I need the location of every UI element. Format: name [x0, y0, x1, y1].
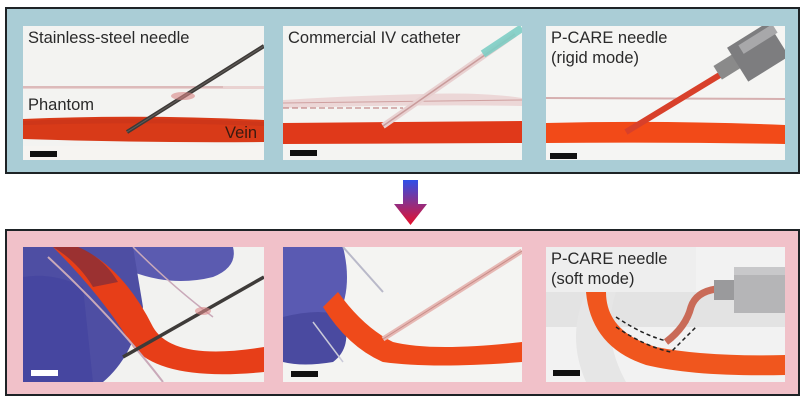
image-caption: P-CARE needle (rigid mode)	[551, 29, 668, 67]
scale-bar	[30, 151, 57, 157]
bent-phantom-iv-catheter-photo	[283, 247, 522, 382]
phantom-label: Phantom	[28, 96, 95, 114]
image-caption: Commercial IV catheter	[288, 29, 461, 47]
pcare-rigid-illustration	[546, 26, 785, 160]
scale-bar	[553, 370, 580, 376]
pcare-rigid-mode-photo: P-CARE needle (rigid mode)	[546, 26, 785, 160]
stainless-steel-needle-illustration	[23, 26, 264, 160]
bent-phantom-steel-needle-photo	[23, 247, 264, 382]
down-arrow-icon	[394, 180, 427, 225]
scale-bar	[550, 153, 577, 159]
scale-bar	[290, 150, 317, 156]
bent-steel-needle-illustration	[23, 247, 264, 382]
pcare-soft-illustration	[546, 247, 785, 382]
scale-bar	[31, 370, 58, 376]
syringe-hub	[713, 26, 785, 82]
soft-comparison-panel: P-CARE needle (soft mode)	[5, 229, 800, 396]
bent-iv-catheter-illustration	[283, 247, 522, 382]
pcare-soft-mode-photo: P-CARE needle (soft mode)	[546, 247, 785, 382]
rigid-comparison-panel: Stainless-steel needle Phantom Vein Comm…	[5, 7, 800, 174]
commercial-iv-catheter-photo: Commercial IV catheter	[283, 26, 522, 160]
iv-catheter-illustration	[283, 26, 522, 160]
vein-label: Vein	[225, 124, 258, 142]
scale-bar	[291, 371, 318, 377]
stainless-steel-needle-photo: Stainless-steel needle Phantom Vein	[23, 26, 264, 160]
image-caption: P-CARE needle (soft mode)	[551, 250, 668, 288]
image-caption: Stainless-steel needle	[28, 29, 190, 47]
